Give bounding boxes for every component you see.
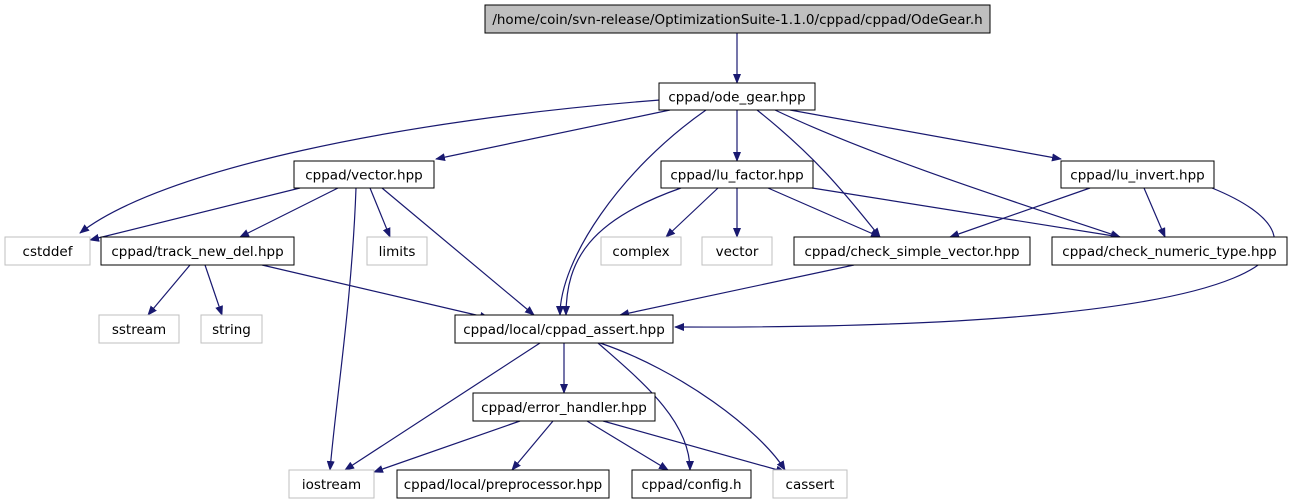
- node-iostream: iostream: [288, 469, 375, 499]
- node-label: cppad/check_numeric_type.hpp: [1062, 244, 1276, 260]
- node-cppad_assert[interactable]: cppad/local/cppad_assert.hpp: [454, 314, 674, 344]
- node-box: [100, 236, 295, 266]
- node-label: /home/coin/svn-release/OptimizationSuite…: [492, 12, 982, 28]
- edge-ode_gear-to-check_numeric_type: [774, 109, 1121, 238]
- node-box: [366, 236, 428, 266]
- node-box: [200, 314, 263, 344]
- node-label: cppad/error_handler.hpp: [481, 400, 647, 416]
- edge-track_new_del-to-sstream: [147, 264, 191, 316]
- node-error_handler[interactable]: cppad/error_handler.hpp: [472, 392, 656, 422]
- edge-error_handler-to-iostream: [373, 420, 521, 473]
- node-label: iostream: [302, 477, 361, 493]
- node-box: [98, 314, 180, 344]
- edge-vector_hpp-to-cppad_assert: [381, 187, 535, 316]
- node-box: [1060, 160, 1215, 189]
- node-box: [484, 4, 991, 34]
- node-string: string: [200, 314, 263, 344]
- node-label: cppad/ode_gear.hpp: [668, 90, 805, 106]
- node-box: [701, 236, 773, 266]
- edge-track_new_del-to-cppad_assert: [261, 264, 490, 320]
- edge-check_simple_vector-to-cppad_assert: [619, 264, 855, 318]
- node-preprocessor[interactable]: cppad/local/preprocessor.hpp: [396, 469, 610, 499]
- node-check_simple_vector[interactable]: cppad/check_simple_vector.hpp: [793, 236, 1031, 266]
- edge-lu_invert-to-check_simple_vector: [949, 187, 1091, 238]
- node-label: vector: [716, 244, 759, 260]
- node-cassert: cassert: [772, 469, 848, 499]
- node-box: [4, 236, 91, 266]
- node-root: /home/coin/svn-release/OptimizationSuite…: [484, 4, 991, 34]
- node-track_new_del[interactable]: cppad/track_new_del.hpp: [100, 236, 295, 266]
- node-complex: complex: [600, 236, 682, 266]
- edge-lu_factor-to-check_simple_vector: [767, 187, 881, 238]
- node-label: cstddef: [23, 244, 74, 260]
- node-box: [288, 469, 375, 499]
- node-box: [658, 82, 816, 111]
- edge-vector_hpp-to-iostream: [326, 187, 357, 471]
- node-label: cppad/lu_invert.hpp: [1070, 168, 1204, 184]
- node-check_numeric_type[interactable]: cppad/check_numeric_type.hpp: [1051, 236, 1288, 266]
- node-label: cassert: [786, 477, 835, 493]
- node-label: cppad/check_simple_vector.hpp: [804, 244, 1019, 260]
- edge-lu_factor-to-check_numeric_type: [811, 187, 1121, 240]
- node-lu_factor[interactable]: cppad/lu_factor.hpp: [660, 160, 814, 189]
- node-box: [631, 469, 752, 499]
- node-label: cppad/local/cppad_assert.hpp: [463, 322, 665, 338]
- edge-vector_hpp-to-cstddef: [89, 187, 301, 242]
- node-box: [600, 236, 682, 266]
- node-sstream: sstream: [98, 314, 180, 344]
- edges-layer: [79, 33, 1275, 474]
- node-box: [396, 469, 610, 499]
- edge-cppad_assert-to-iostream: [344, 342, 541, 471]
- edge-error_handler-to-config: [586, 420, 669, 471]
- edge-lu_invert-to-cppad_assert: [674, 187, 1275, 332]
- node-label: limits: [379, 244, 416, 260]
- node-cstddef: cstddef: [4, 236, 91, 266]
- node-box: [293, 160, 435, 189]
- edge-lu_factor-to-cppad_assert: [562, 187, 682, 316]
- edge-error_handler-to-cassert: [602, 420, 786, 474]
- node-ode_gear[interactable]: cppad/ode_gear.hpp: [658, 82, 816, 111]
- node-label: cppad/local/preprocessor.hpp: [404, 477, 603, 493]
- node-box: [772, 469, 848, 499]
- edge-ode_gear-to-cppad_assert: [556, 109, 707, 316]
- node-limits: limits: [366, 236, 428, 266]
- edge-error_handler-to-preprocessor: [511, 420, 554, 471]
- edge-cppad_assert-to-cassert: [599, 342, 786, 471]
- node-vector_hpp[interactable]: cppad/vector.hpp: [293, 160, 435, 189]
- node-box: [454, 314, 674, 344]
- node-box: [472, 392, 656, 422]
- edge-ode_gear-to-cstddef: [79, 99, 661, 234]
- edge-ode_gear-to-lu_invert: [789, 109, 1062, 162]
- node-label: cppad/lu_factor.hpp: [670, 168, 803, 184]
- edge-track_new_del-to-string: [204, 264, 223, 316]
- edge-ode_gear-to-vector_hpp: [435, 109, 671, 162]
- node-label: string: [212, 322, 251, 338]
- node-label: cppad/config.h: [641, 477, 741, 493]
- node-box: [793, 236, 1031, 266]
- nodes-layer: /home/coin/svn-release/OptimizationSuite…: [4, 4, 1288, 499]
- edge-ode_gear-to-check_simple_vector: [756, 109, 881, 238]
- node-config[interactable]: cppad/config.h: [631, 469, 752, 499]
- node-vector: vector: [701, 236, 773, 266]
- node-label: cppad/vector.hpp: [305, 168, 423, 184]
- edge-cppad_assert-to-config: [597, 342, 694, 471]
- node-box: [660, 160, 814, 189]
- node-box: [1051, 236, 1288, 266]
- edge-vector_hpp-to-limits: [369, 187, 391, 238]
- edge-lu_factor-to-complex: [665, 187, 719, 238]
- edge-lu_invert-to-check_numeric_type: [1143, 187, 1166, 238]
- node-label: cppad/track_new_del.hpp: [111, 244, 283, 260]
- edge-vector_hpp-to-track_new_del: [239, 187, 339, 238]
- node-label: complex: [612, 244, 669, 260]
- node-lu_invert[interactable]: cppad/lu_invert.hpp: [1060, 160, 1215, 189]
- node-label: sstream: [112, 322, 166, 338]
